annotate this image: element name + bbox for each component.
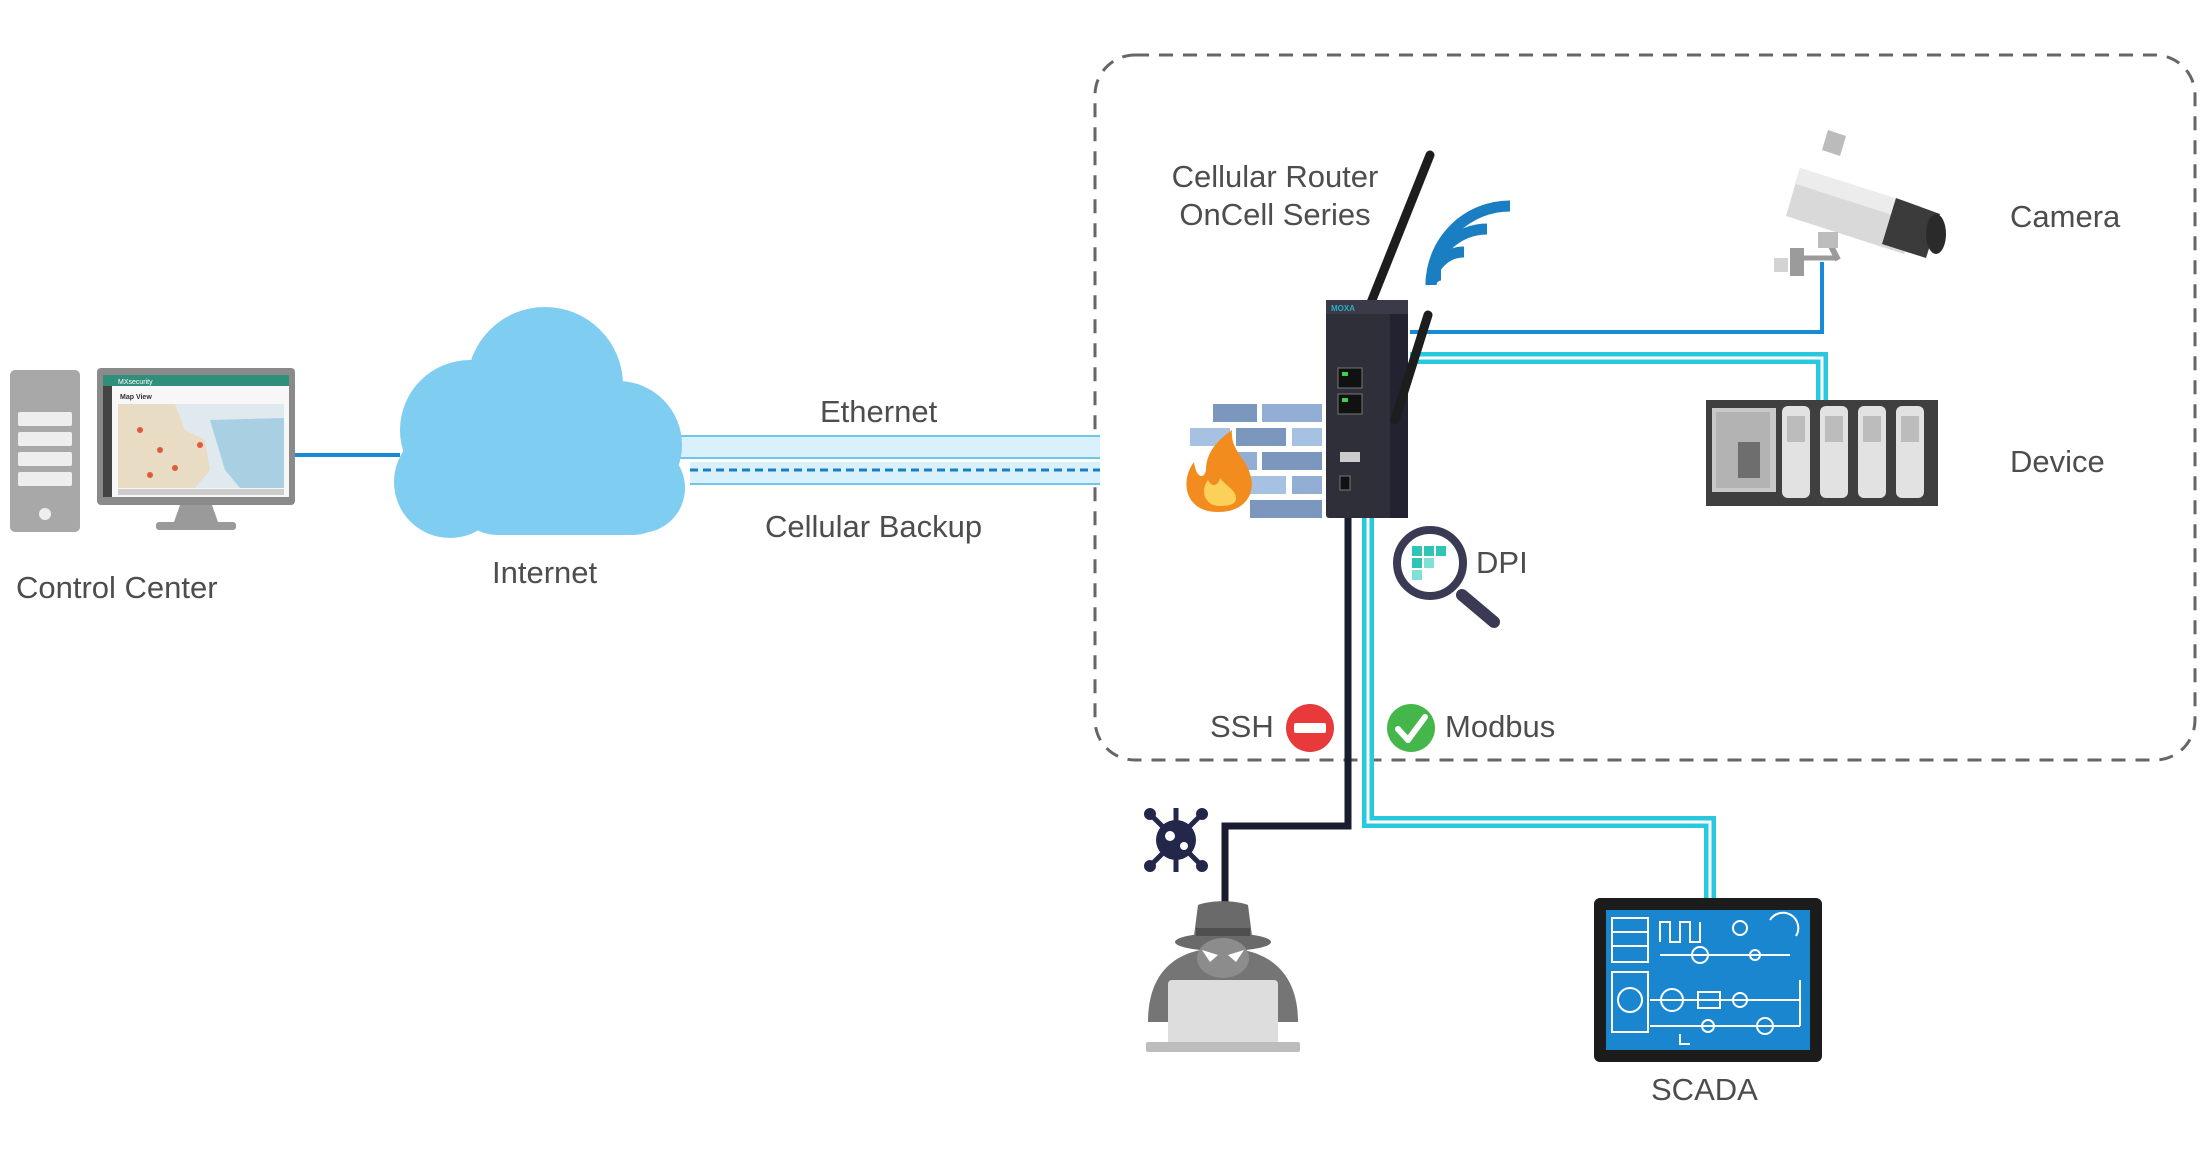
router-brand: MOXA <box>1331 304 1355 313</box>
monitor-app-name: MXsecurity <box>118 379 153 386</box>
server-icon <box>10 370 80 532</box>
monitor-icon <box>97 368 295 530</box>
ethernet-label: Ethernet <box>820 394 938 429</box>
camera-icon <box>1774 130 1946 276</box>
internet-label: Internet <box>492 555 598 590</box>
router-label-line1: Cellular Router <box>1171 159 1379 194</box>
modbus-link-inner <box>1366 515 1712 900</box>
monitor-view-title: Map View <box>120 394 152 401</box>
block-icon <box>1286 704 1334 752</box>
virus-icon <box>1144 808 1208 872</box>
scada-label: SCADA <box>1651 1072 1758 1107</box>
modbus-label: Modbus <box>1445 709 1556 744</box>
firewall-icon <box>1190 404 1322 518</box>
control-center-label: Control Center <box>16 570 218 605</box>
wan-links <box>640 435 1100 485</box>
device-link-inner <box>1410 356 1824 410</box>
plc-device-icon <box>1706 400 1938 506</box>
fire-icon <box>1186 430 1252 512</box>
wifi-icon <box>1425 200 1511 286</box>
ssh-label: SSH <box>1210 709 1274 744</box>
ssh-link <box>1221 515 1352 905</box>
device-label: Device <box>2010 444 2105 479</box>
router-icon <box>1326 150 1435 518</box>
hacker-icon <box>1146 901 1300 1052</box>
check-icon <box>1387 704 1435 752</box>
camera-link <box>1410 262 1824 334</box>
dpi-label: DPI <box>1476 545 1528 580</box>
router-label-line2: OnCell Series <box>1179 197 1371 232</box>
secure-zone-boundary <box>1093 53 2197 762</box>
cloud-icon <box>394 307 685 538</box>
cellular-backup-label: Cellular Backup <box>765 509 983 544</box>
camera-label: Camera <box>2010 199 2121 234</box>
scada-panel-icon <box>1594 898 1822 1062</box>
magnifier-icon <box>1393 526 1500 628</box>
